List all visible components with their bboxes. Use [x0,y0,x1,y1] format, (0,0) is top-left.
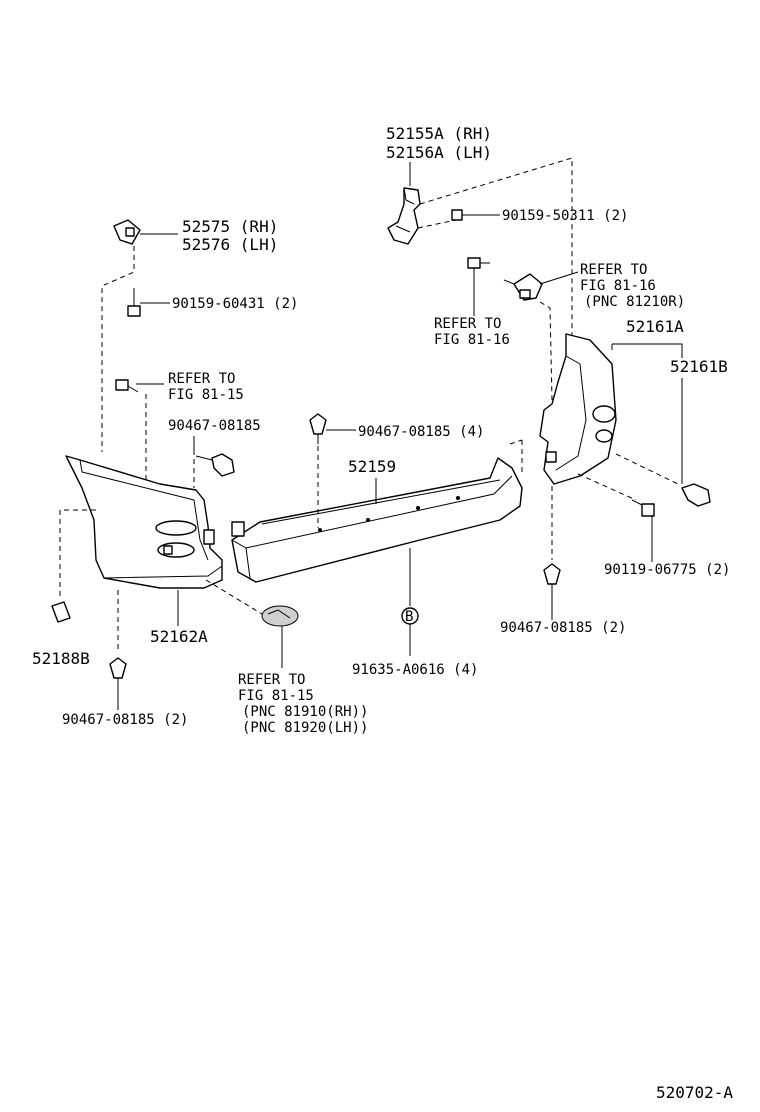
retainer-52575 [113,219,141,245]
bumper-side-right-52161a [539,333,617,485]
bumper-side-left-52162a [65,455,223,589]
refer-81-16b-line2: FIG 81-16 [434,332,510,348]
label-52161a: 52161A [626,317,684,336]
clip-90467-08185-left-bottom [109,657,127,688]
label-52162a: 52162A [150,627,208,646]
screw-refer-81-16b [467,257,490,269]
clip-52161b [681,483,711,507]
label-90467-08185-4: 90467-08185 (4) [358,424,484,440]
label-52155a: 52155A (RH) [386,124,492,143]
bracket-52155a [387,187,421,245]
refer-81-15b-line1: REFER TO [238,672,305,688]
pad-52188b [51,601,71,623]
label-90467-08185-2-right: 90467-08185 (2) [500,620,626,636]
refer-81-15-line2: FIG 81-15 [168,387,244,403]
label-52159: 52159 [348,457,396,476]
refer-81-15-line1: REFER TO [168,371,235,387]
screw-90119-06775 [631,499,655,517]
label-90119-06775: 90119-06775 (2) [604,562,730,578]
label-90159-60431: 90159-60431 (2) [172,296,298,312]
label-52156a: 52156A (LH) [386,143,492,162]
refer-81-15b-line2: FIG 81-15 [238,688,314,704]
label-52575: 52575 (RH) [182,217,278,236]
label-52188b: 52188B [32,649,90,668]
marker-b: B [401,607,419,625]
screw-90159-50311 [451,209,472,221]
clip-90467-08185-4 [309,413,327,444]
label-90159-50311: 90159-50311 (2) [502,208,628,224]
screw-90159-60431 [127,288,141,317]
screw-refer-81-15 [115,379,139,393]
label-90467-08185-left: 90467-08185 [168,418,261,434]
bumper-center-52159 [231,457,523,583]
label-52576: 52576 (LH) [182,235,278,254]
refer-81-16-line1: REFER TO [580,262,647,278]
lamp-refer-81-15 [261,605,299,627]
refer-81-15b-line4: (PNC 81920(LH)) [242,720,368,736]
label-91635-a0616: 91635-A0616 (4) [352,662,478,678]
refer-81-16b-line1: REFER TO [434,316,501,332]
marker-b-letter: B [405,609,413,625]
refer-81-15b-line3: (PNC 81910(RH)) [242,704,368,720]
refer-81-16-line2: FIG 81-16 [580,278,656,294]
clip-90467-08185-right [543,563,561,594]
clip-90467-08185-left [211,453,235,477]
label-52161b: 52161B [670,357,728,376]
refer-81-16-line3: (PNC 81210R) [584,294,685,310]
label-90467-08185-2-left: 90467-08185 (2) [62,712,188,728]
diagram-id: 520702-A [656,1083,733,1102]
clip-refer-81-16 [503,273,543,301]
